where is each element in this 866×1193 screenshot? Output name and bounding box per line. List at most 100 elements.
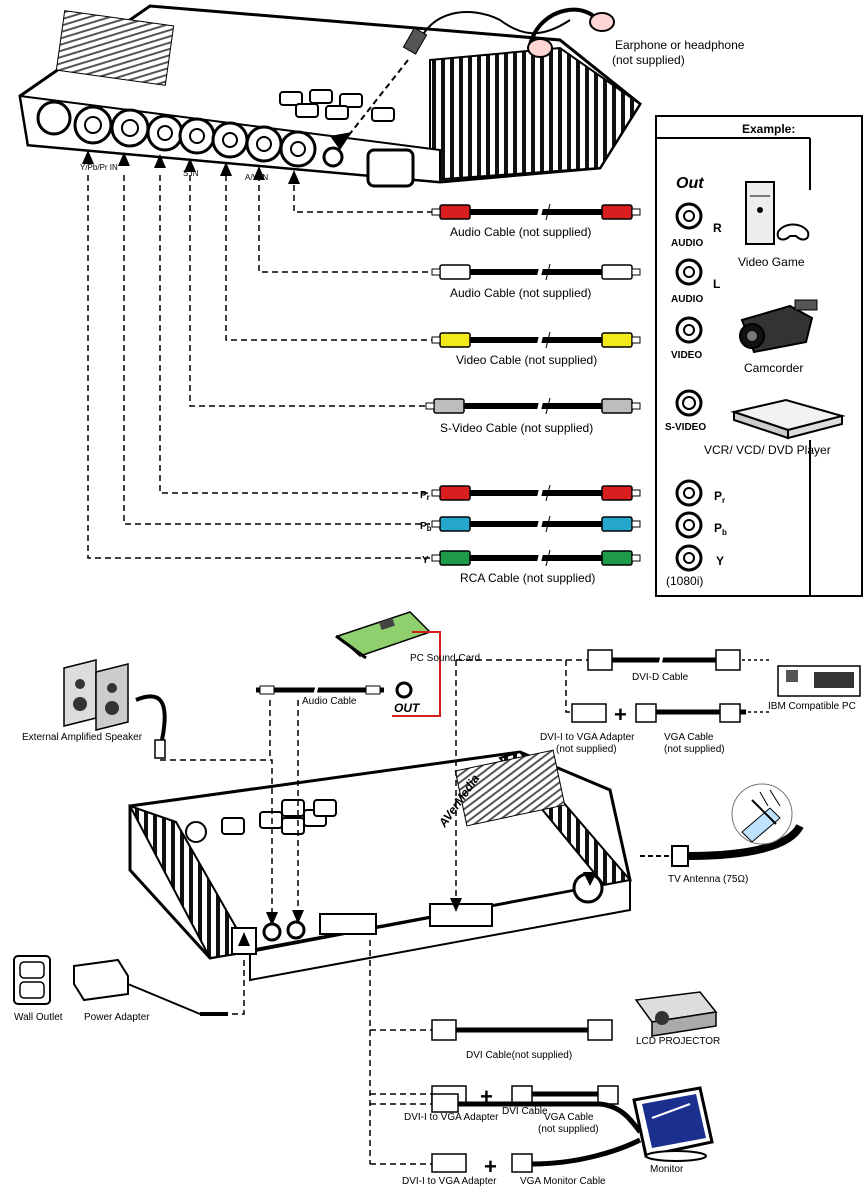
- cable-y-break: [536, 549, 544, 567]
- cable-audio-r-left-tip: [431, 208, 441, 216]
- speaker-label: External Amplified Speaker: [22, 732, 143, 743]
- bottom-connection-lines: [160, 659, 588, 1165]
- top-connection-lines: [87, 175, 438, 559]
- cable-audio-r-label: Audio Cable (not supplied): [450, 225, 591, 239]
- channel-pb: Pb: [714, 521, 727, 537]
- cable-audio-l-right-plug: [601, 264, 633, 280]
- resolution-label: (1080i): [666, 574, 703, 588]
- cable-svideo-left-tip: [425, 402, 435, 410]
- example-title: Example:: [742, 122, 795, 136]
- cable-svideo-break: [536, 397, 544, 415]
- cable-video-break-line: [545, 331, 551, 349]
- wall-outlet-label: Wall Outlet: [14, 1012, 63, 1023]
- cable-svideo-right-tip: [631, 402, 641, 410]
- sound-out-label: OUT: [394, 701, 421, 715]
- power-adapter-icon: [73, 958, 228, 1016]
- cable-audio-l-label: Audio Cable (not supplied): [450, 286, 591, 300]
- vent-grille: [55, 10, 175, 86]
- cable-video-left-tip: [431, 336, 441, 344]
- cable-pr-break: [536, 484, 544, 502]
- port-audio-r: AUDIO: [671, 238, 703, 249]
- lcd-label: LCD PROJECTOR: [636, 1036, 720, 1047]
- vga-cable-2b: (not supplied): [538, 1124, 599, 1135]
- plus-3: +: [484, 1154, 497, 1179]
- dvi-cable-label: DVI Cable: [502, 1106, 548, 1117]
- front-jacks: [36, 100, 415, 188]
- lcd-projector-icon: [634, 991, 718, 1037]
- cable-audio-l-break: [536, 263, 544, 281]
- dvi-vga-adapter-top: +: [571, 702, 746, 727]
- wall-outlet-icon: [13, 955, 51, 1005]
- cable-audio-l-left-tip: [431, 268, 441, 276]
- cable-video-break: [536, 331, 544, 349]
- cable-video-left-plug: [439, 332, 471, 348]
- top-arrowheads: [82, 150, 300, 184]
- vga-cable-1b: (not supplied): [664, 744, 725, 755]
- cable-audio-r-right-plug: [601, 204, 633, 220]
- top-buttons: [279, 89, 395, 122]
- rear-vent-grille: [454, 749, 566, 827]
- dvi-in-port: [429, 903, 493, 927]
- channel-pr: Pr: [714, 489, 725, 505]
- sound-out-jack: [395, 681, 413, 699]
- dvi-vga-adapter-1b: (not supplied): [556, 744, 617, 755]
- vga-cable-1: VGA Cable: [664, 732, 714, 743]
- cable-pr-break-line: [545, 484, 551, 502]
- dvid-cable-icon: [587, 649, 741, 671]
- speaker-icon: [63, 659, 167, 759]
- cable-pb-left-tip: [431, 520, 441, 528]
- power-adapter-label: Power Adapter: [84, 1012, 150, 1023]
- game-console-icon: [745, 181, 810, 245]
- cable-audio-r-break: [536, 203, 544, 221]
- cable-svideo-left-plug: [433, 398, 465, 414]
- vga-cable-2: VGA Cable: [544, 1112, 594, 1123]
- top-cables: [425, 203, 641, 567]
- dvi-vga-adapter-2: DVI-I to VGA Adapter: [404, 1112, 499, 1123]
- cable-y-left-plug: [439, 550, 471, 566]
- dvi-vga-adapter-3: DVI-I to VGA Adapter: [402, 1176, 497, 1187]
- cable-pr-left-plug: [439, 485, 471, 501]
- cable-audio-r-right-tip: [631, 208, 641, 216]
- dvd-player-icon: [730, 398, 846, 440]
- cable-pb-right-plug: [601, 516, 633, 532]
- dvid-cable-label: DVI-D Cable: [632, 672, 689, 683]
- sin-panel-label: S IN: [183, 169, 199, 178]
- plus-1: +: [614, 702, 627, 727]
- cable-svideo-break-line: [545, 397, 551, 415]
- camcorder-icon: [739, 299, 818, 354]
- device-camcorder: Camcorder: [744, 361, 803, 375]
- dvi-vga-adapter-1: DVI-I to VGA Adapter: [540, 732, 635, 743]
- cable-rca-label: RCA Cable (not supplied): [460, 571, 595, 585]
- channel-y: Y: [716, 554, 724, 568]
- cable-end-y: Y: [422, 555, 429, 566]
- out-title: Out: [676, 175, 704, 192]
- capture-box-front: Y/Pb/Pr IN S IN A/V IN: [18, 4, 642, 188]
- channel-r: R: [713, 221, 722, 235]
- cable-svideo-label: S-Video Cable (not supplied): [440, 421, 593, 435]
- headphone: [330, 7, 615, 150]
- cable-y-break-line: [545, 549, 551, 567]
- cable-video-label: Video Cable (not supplied): [456, 353, 597, 367]
- cable-end-pr: Pr: [420, 490, 430, 502]
- port-video: VIDEO: [671, 350, 702, 361]
- audio-cable-icon: [256, 681, 384, 699]
- cable-pb-break-line: [545, 515, 551, 533]
- sound-card-label: PC Sound Card: [410, 653, 480, 664]
- cable-y-left-tip: [431, 554, 441, 562]
- channel-l: L: [713, 277, 720, 291]
- bottom-arrowheads: [238, 872, 597, 946]
- tv-antenna-label: TV Antenna (75Ω): [668, 874, 748, 885]
- cable-svideo-right-plug: [601, 398, 633, 414]
- line-out-jack: [262, 922, 282, 942]
- cable-pr-right-tip: [631, 489, 641, 497]
- cable-video-right-plug: [601, 332, 633, 348]
- line-in-jack: [286, 920, 306, 940]
- dvi-cable-icon: [431, 1093, 643, 1134]
- port-svideo: S-VIDEO: [665, 422, 706, 433]
- pc-sound-card-icon: [335, 611, 441, 717]
- vga-monitor-cable: VGA Monitor Cable: [520, 1176, 606, 1187]
- headphone-label-1: Earphone or headphone: [615, 38, 745, 52]
- pc-icon: [777, 665, 861, 697]
